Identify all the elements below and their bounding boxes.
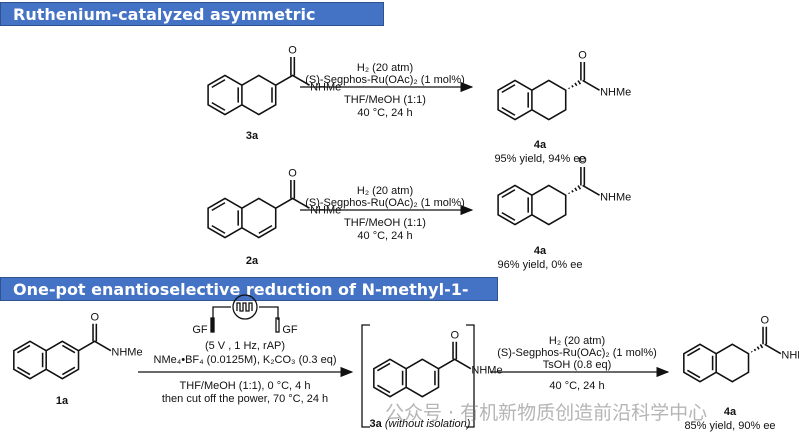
condition: THF/MeOH (1:1), 0 °C, 4 h xyxy=(179,380,311,392)
intermediate-brackets xyxy=(361,324,475,428)
condition: (S)-Segphos-Ru(OAc)₂ (1 mol%) xyxy=(305,197,465,209)
condition: (S)-Segphos-Ru(OAc)₂ (1 mol%) xyxy=(305,74,465,86)
compound-label: 3a xyxy=(245,130,259,142)
molecule-2a: O NHMe xyxy=(207,168,341,239)
nhme-group: NHMe xyxy=(600,86,631,98)
nhme-group: NHMe xyxy=(310,204,341,216)
condition: THF/MeOH (1:1) xyxy=(344,94,426,106)
yield-ee: 85% yield, 90% ee xyxy=(684,420,776,432)
nhme-group: NHMe xyxy=(471,365,502,377)
condition: then cut off the power, 70 °C, 24 h xyxy=(161,393,329,405)
nhme-group: NHMe xyxy=(310,81,341,93)
condition: NMe₄•BF₄ (0.0125M), K₂CO₃ (0.3 eq) xyxy=(153,354,337,366)
compound-label: 2a xyxy=(245,255,259,267)
nhme-group: NHMe xyxy=(111,347,142,359)
molecule-1a: O NHMe xyxy=(13,311,143,380)
nhme-group: NHMe xyxy=(781,350,799,362)
condition: (S)-Segphos-Ru(OAc)₂ (1 mol%) xyxy=(497,347,657,359)
compound-label: 4a xyxy=(533,245,547,257)
molecule-3a: O NHMe xyxy=(207,45,341,116)
compound-label: 1a xyxy=(55,395,69,407)
condition: H₂ (20 atm) xyxy=(548,335,606,347)
section-title-hydrogenation: Ruthenium-catalyzed asymmetric hydrogena… xyxy=(0,2,384,48)
condition: 40 °C, 24 h xyxy=(357,230,413,242)
oxygen-atom: O xyxy=(91,311,100,323)
molecule-4a: O NHMe xyxy=(497,155,631,226)
oxygen-atom: O xyxy=(578,155,587,167)
molecule-3a: O NHMe xyxy=(373,329,503,398)
condition: 40 °C, 24 h xyxy=(549,380,605,392)
section-title-one-pot: One-pot enantioselective reduction of N-… xyxy=(0,277,498,323)
molecule-4a: O NHMe xyxy=(683,314,799,383)
molecule-4a: O NHMe xyxy=(497,50,631,121)
oxygen-atom: O xyxy=(288,168,297,180)
condition: TsOH (0.8 eq) xyxy=(542,359,612,371)
compound-label: 4a xyxy=(723,406,737,418)
condition: (5 V , 1 Hz, rAP) xyxy=(204,340,286,352)
yield-ee: 95% yield, 94% ee xyxy=(494,153,586,165)
condition: 40 °C, 24 h xyxy=(357,107,413,119)
compound-label: 4a xyxy=(533,139,547,151)
oxygen-atom: O xyxy=(578,50,587,62)
condition: THF/MeOH (1:1) xyxy=(344,217,426,229)
nhme-group: NHMe xyxy=(600,191,631,203)
electrolysis-circuit-icon xyxy=(210,294,280,333)
oxygen-atom: O xyxy=(288,45,297,57)
watermark: 公众号 · 有机新物质创造前沿科学中心 xyxy=(385,402,708,424)
electrode-label: GF xyxy=(282,324,298,336)
condition: H₂ (20 atm) xyxy=(356,185,414,197)
intermediate-label: 3a (without isolation) xyxy=(369,418,471,430)
electrode-label: GF xyxy=(192,324,208,336)
oxygen-atom: O xyxy=(451,329,460,341)
oxygen-atom: O xyxy=(761,314,770,326)
condition: H₂ (20 atm) xyxy=(356,62,414,74)
yield-ee: 96% yield, 0% ee xyxy=(497,259,583,271)
